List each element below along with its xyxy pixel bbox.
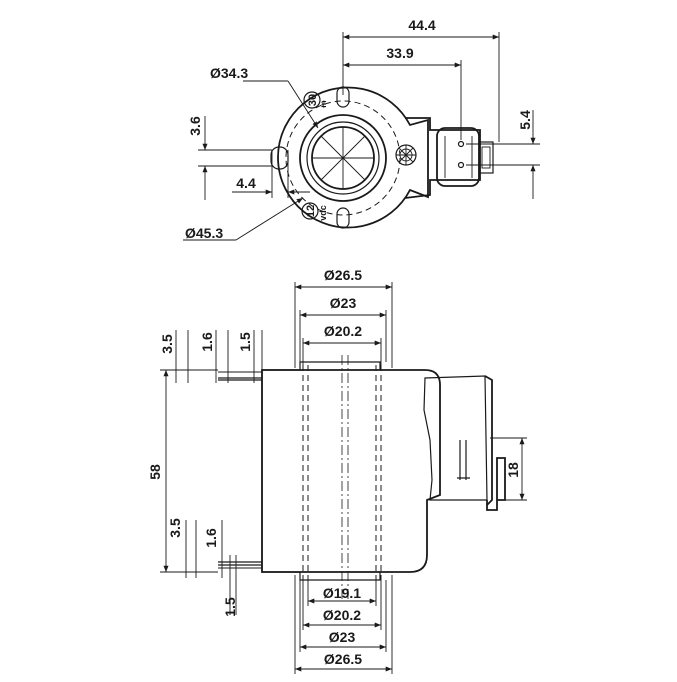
dim-top-d23: Ø23 <box>330 295 357 311</box>
dim-bottom-1-5: 1.5 <box>222 597 238 617</box>
side-view: 18 58 3.5 1.6 1.5 3.5 1.6 1.5 Ø26.5 Ø23 <box>147 267 527 674</box>
svg-text:ᵯ: ᵯ <box>319 100 328 109</box>
dim-44-4: 44.4 <box>408 17 435 33</box>
terminal-pin-top <box>457 140 465 148</box>
dim-top-1-6: 1.6 <box>199 332 215 352</box>
dim-33-9: 33.9 <box>386 45 413 61</box>
dim-top-d26-5: Ø26.5 <box>324 267 362 283</box>
dim-top-d20-2: Ø20.2 <box>324 323 362 339</box>
connector-plug <box>436 127 480 187</box>
dim-bottom-1-6: 1.6 <box>203 528 219 548</box>
slot-left <box>270 146 289 170</box>
dim-18: 18 <box>505 462 521 478</box>
marking-top-text: 30 <box>307 94 319 106</box>
dim-d45-3: Ø45.3 <box>185 225 223 241</box>
connector-overmold <box>423 375 488 501</box>
connector-tab <box>478 141 494 174</box>
bolt-circle <box>285 100 401 216</box>
dim-3-6: 3.6 <box>187 116 203 136</box>
marking-bottom-text: 12 <box>305 205 317 217</box>
bottom-flange <box>218 561 381 581</box>
connector-housing <box>404 117 481 199</box>
slot-bottom <box>336 207 350 229</box>
dim-top-1-5: 1.5 <box>237 332 253 352</box>
dim-4-4: 4.4 <box>236 175 256 191</box>
dim-bottom-3-5: 3.5 <box>167 518 183 538</box>
terminal-pin-bottom <box>457 161 465 169</box>
connector-side <box>484 375 506 511</box>
marking-30 <box>303 91 321 109</box>
top-view: 30 ᵯ 12 vdc 44.4 33.9 5.4 Ø34.3 Ø45.3 3.… <box>183 17 540 241</box>
top-flange <box>218 361 381 381</box>
dim-58: 58 <box>147 464 163 480</box>
dim-bottom-d26-5: Ø26.5 <box>324 651 362 667</box>
dim-bottom-d23: Ø23 <box>329 629 356 645</box>
dim-bottom-d19-1: Ø19.1 <box>323 585 361 601</box>
dim-bottom-d20-2: Ø20.2 <box>323 607 361 623</box>
core-outer-ring <box>299 114 387 202</box>
flange-outline <box>277 86 429 229</box>
dim-5-4: 5.4 <box>517 110 533 130</box>
dim-d34-3: Ø34.3 <box>210 65 248 81</box>
marking-12 <box>301 202 319 220</box>
marking-bottom-sub: vdc <box>318 205 328 221</box>
core-ring <box>306 121 380 195</box>
dim-top-3-5: 3.5 <box>159 334 175 354</box>
connector-tab-inner <box>481 146 491 169</box>
coil-body <box>261 369 441 573</box>
